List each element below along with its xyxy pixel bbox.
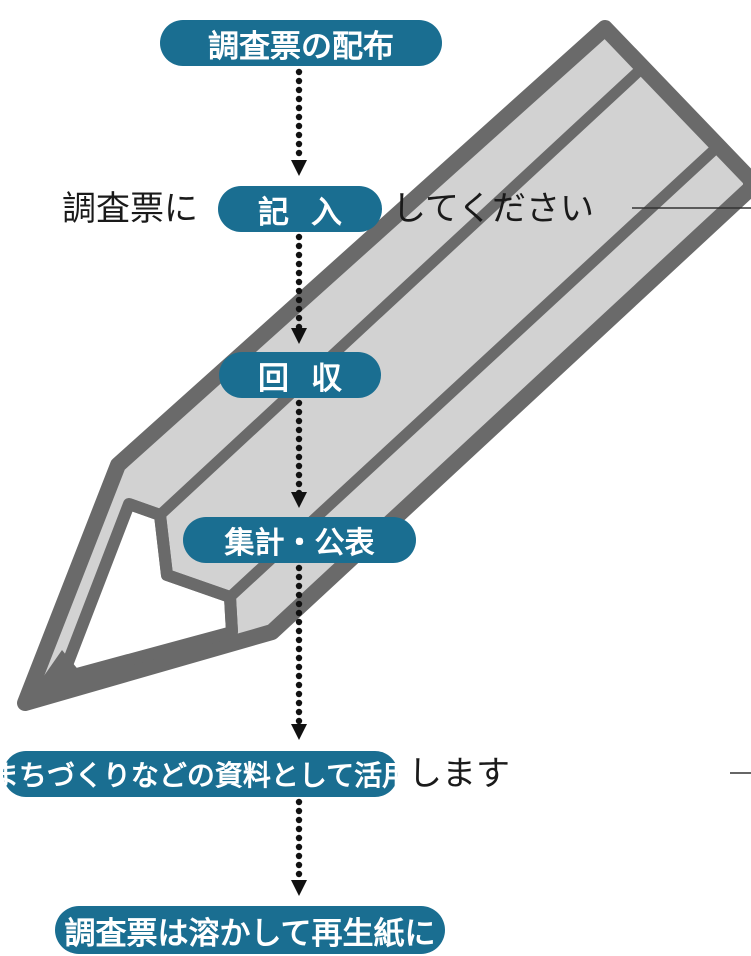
step-fill-label: 記入 <box>258 194 364 231</box>
use-suffix-text: します <box>408 754 510 794</box>
step-collect-label: 回収 <box>258 360 364 397</box>
connector-arrow <box>291 564 307 740</box>
step-tally: 集計・公表 <box>183 517 416 563</box>
step-use-label: まちづくりなどの資料として活用 <box>0 759 411 792</box>
arrowhead-icon <box>291 492 307 508</box>
step-distribute: 調査票の配布 <box>160 20 442 66</box>
arrowhead-icon <box>291 724 307 740</box>
fill-prefix-text: 調査票に <box>62 189 198 229</box>
step-fill: 記入 <box>218 186 382 232</box>
arrowhead-icon <box>291 160 307 176</box>
arrowhead-icon <box>291 880 307 896</box>
step-recycle-label: 調査票は溶かして再生紙に <box>64 915 436 952</box>
connector-arrow <box>291 798 307 896</box>
fill-suffix-text: してください <box>392 189 594 229</box>
connector-arrow <box>291 399 307 508</box>
connector-arrow <box>291 233 307 344</box>
step-use: まちづくりなどの資料として活用 <box>0 751 410 797</box>
step-distribute-label: 調査票の配布 <box>208 28 394 65</box>
step-tally-label: 集計・公表 <box>224 526 375 561</box>
arrowhead-icon <box>291 328 307 344</box>
connector-arrow <box>291 68 307 176</box>
step-collect: 回収 <box>219 352 381 398</box>
step-recycle: 調査票は溶かして再生紙に <box>55 906 445 954</box>
